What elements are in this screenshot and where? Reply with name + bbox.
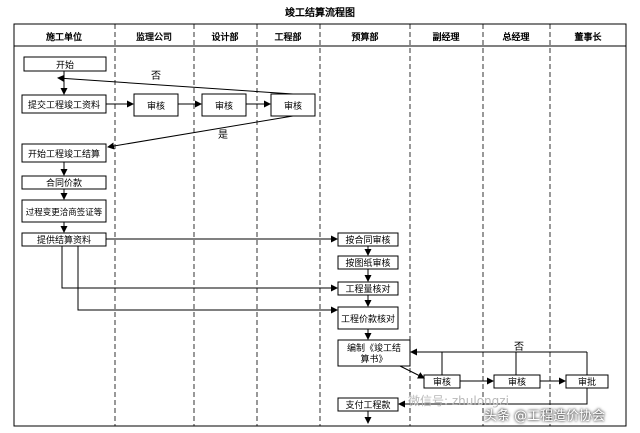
flow-edges bbox=[57, 71, 588, 424]
lane-header-contractor: 施工单位 bbox=[46, 31, 82, 43]
node-check-price-label: 工程价款核对 bbox=[341, 313, 395, 325]
lane-header-budget: 预算部 bbox=[351, 31, 378, 43]
diagram-title: 竣工结算流程图 bbox=[285, 8, 355, 19]
node-review-engineering-label: 审核 bbox=[284, 100, 302, 112]
node-submit-docs-label: 提交工程竣工资料 bbox=[28, 99, 100, 111]
lane-header-supervisor: 监理公司 bbox=[136, 31, 172, 43]
node-start-settlement-label: 开始工程竣工结算 bbox=[28, 148, 100, 160]
lane-header-general-manager: 总经理 bbox=[502, 31, 529, 43]
toutiao-watermark: 头条 @工程造价协会 bbox=[484, 409, 606, 424]
edge-label-reject-top: 否 bbox=[151, 70, 161, 82]
node-pay-label: 支付工程款 bbox=[345, 399, 390, 411]
lane-header-chairman: 董事长 bbox=[574, 31, 602, 43]
node-compile-settlement-book bbox=[337, 339, 411, 367]
node-review-design-label: 审核 bbox=[215, 100, 233, 112]
node-provide-settlement-label: 提供结算资料 bbox=[37, 234, 91, 246]
lane-header-engineering: 工程部 bbox=[274, 31, 301, 43]
node-compile-line1: 编制《竣工结 bbox=[347, 342, 401, 354]
node-review-supervisor-label: 审核 bbox=[147, 100, 165, 112]
node-approve-chair-label: 审批 bbox=[578, 376, 596, 388]
node-review-contract-label: 按合同审核 bbox=[345, 234, 390, 246]
node-review-vp-label: 审核 bbox=[433, 376, 451, 388]
lane-dividers bbox=[114, 24, 551, 426]
lane-header-design: 设计部 bbox=[211, 31, 238, 43]
node-contract-price-label: 合同价款 bbox=[46, 177, 82, 189]
lane-header-vice-manager: 副经理 bbox=[432, 31, 459, 43]
node-process-change-label: 过程变更洽商签证等 bbox=[26, 207, 103, 218]
node-start-label: 开始 bbox=[56, 59, 74, 71]
edge-label-approve: 是 bbox=[218, 129, 228, 141]
node-review-design bbox=[201, 93, 247, 117]
node-review-supervisor bbox=[133, 93, 179, 117]
node-review-gm-label: 审核 bbox=[508, 376, 526, 388]
node-compile-line2: 算书》 bbox=[360, 353, 387, 365]
edge-label-reject-bottom: 否 bbox=[514, 341, 524, 353]
node-review-drawings-label: 按图纸审核 bbox=[345, 257, 390, 269]
wechat-watermark: 微信号: zhulongzi bbox=[408, 394, 509, 408]
node-check-quantity-label: 工程量核对 bbox=[345, 283, 390, 295]
node-start bbox=[23, 56, 107, 72]
